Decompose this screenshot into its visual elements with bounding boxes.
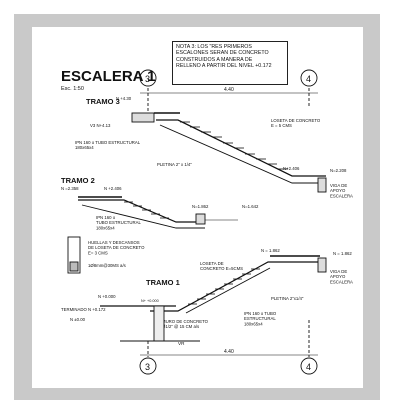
concrete-wall: [153, 305, 165, 342]
axis-label-3-bottom: 3: [145, 362, 150, 372]
bottom-dimension-text: 4.40: [224, 349, 234, 355]
detail-refuerzo: 1Ø8mm@30MS a/s: [88, 263, 126, 268]
tramo1-right-level: N = 1.862: [333, 251, 352, 256]
top-dimension-text: 4.40: [224, 87, 234, 93]
tramo1-base-level: N +0.000: [98, 294, 116, 299]
tramo1-floor-level: N ±0.00: [70, 317, 86, 322]
axis-bubble-4-top: [300, 69, 318, 87]
axis-bubble-3-top: [139, 69, 157, 87]
tramo1-vr: VR: [178, 341, 185, 346]
axis-label-4-top: 4: [306, 74, 311, 84]
tramo3-level-top: N +4.30: [116, 96, 132, 101]
tramo3-right-level: N=2.208: [330, 168, 347, 173]
tramo3-label: TRAMO 3: [86, 97, 120, 106]
axis-label-4-bottom: 4: [306, 362, 311, 372]
note-box: NOTA 3: LOS "RES PRIMEROS ESCALONES SERA…: [172, 41, 288, 85]
tramo2-steps: [124, 201, 169, 219]
tramo2-top-level: N +2.406: [104, 186, 122, 191]
drawing-scale: Esc. 1:50: [61, 86, 84, 92]
tramo1-steps: [188, 268, 260, 305]
drawing-sheet: [32, 27, 363, 388]
tramo1-base-level-2: N+ +0.000: [141, 299, 159, 303]
tramo2-label: TRAMO 2: [61, 176, 95, 185]
detail-column: [67, 236, 81, 274]
tramo2-end-level: N=1.642: [242, 204, 259, 209]
tramo3-top-slab: [131, 112, 155, 123]
tramo3-landing-level: N+2.406: [283, 166, 300, 171]
tramo2-left-level: N =2.358: [61, 186, 79, 191]
drawing-title: ESCALERA 1: [61, 68, 155, 85]
tramo3-pletina: PLETINA 2" x 1/4": [157, 162, 192, 167]
tramo3-steps: [180, 121, 288, 170]
tramo1-pletina: PLETINA 2"x1/4": [271, 296, 304, 301]
tramo1-label: TRAMO 1: [146, 278, 180, 287]
axis-label-3-top: 3: [145, 74, 150, 84]
tramo3-v3-level: V3 N+4.13: [90, 123, 111, 128]
tramo1-terminado: TERMINADO N +0.172: [61, 307, 106, 312]
tramo2-mid-level: N=1.862: [192, 204, 209, 209]
axis-bubble-4-bottom: [300, 357, 318, 375]
tramo1-top-level: N = 1.862: [261, 248, 280, 253]
tramo2-stringer: [78, 199, 205, 223]
axis-bubble-3-bottom: [139, 357, 157, 375]
